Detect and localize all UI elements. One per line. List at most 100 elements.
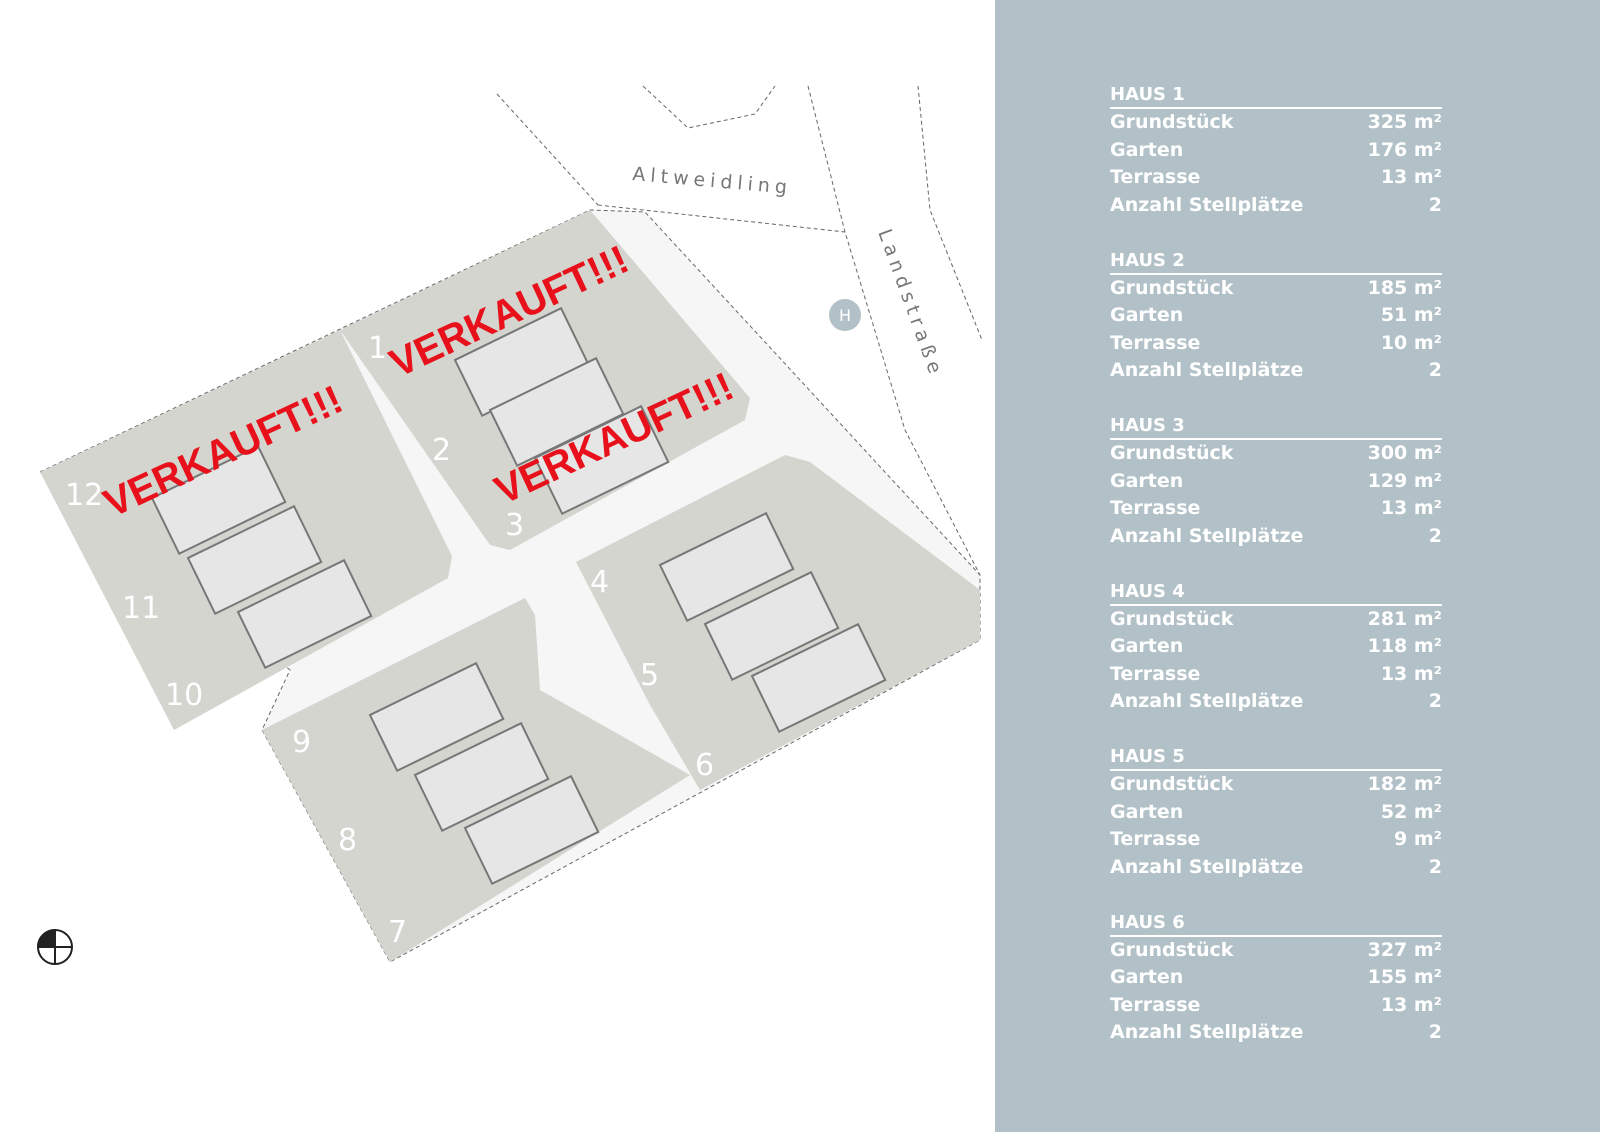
row-value: 327 m² [1367,938,1442,961]
svg-text:H: H [839,306,851,325]
row-label: Anzahl Stellplätze [1110,359,1304,381]
boundary-lines [496,85,983,576]
row-value: 2 [1428,855,1442,878]
table-row: Garten 51 m² [1110,302,1442,330]
row-value: 2 [1428,690,1442,712]
lot-12: 12 [65,478,103,513]
row-label: Garten [1110,304,1184,326]
row-value: 9 m² [1394,828,1442,850]
row-value: 10 m² [1380,331,1442,354]
house-title: HAUS 1 [1110,84,1442,109]
lot-9: 9 [292,725,311,760]
row-label: Terrasse [1110,497,1201,519]
lot-1: 1 [368,331,387,366]
table-row: Garten 52 m² [1110,799,1442,827]
lot-8: 8 [338,823,357,858]
row-value: 325 m² [1367,111,1442,133]
row-value: 129 m² [1367,469,1442,492]
row-label: Anzahl Stellplätze [1110,855,1304,878]
table-row: Terrasse 9 m² [1110,826,1442,854]
table-row: Terrasse 13 m² [1110,992,1442,1020]
row-label: Anzahl Stellplätze [1110,524,1304,547]
street-altweidling: Altweidling [632,163,793,199]
row-label: Anzahl Stellplätze [1110,690,1304,712]
table-row: Grundstück 185 m² [1110,275,1442,303]
row-label: Grundstück [1110,111,1234,133]
row-label: Garten [1110,635,1184,657]
row-label: Grundstück [1110,276,1234,299]
lot-10: 10 [165,678,203,713]
house-title: HAUS 3 [1110,415,1442,440]
row-value: 13 m² [1380,662,1442,685]
house-footprints [150,306,887,886]
row-label: Garten [1110,469,1184,492]
lot-5: 5 [640,658,659,693]
row-value: 2 [1428,359,1442,381]
site-plan: 1 2 3 4 5 6 7 8 9 10 11 12 VERKAUFT!!! V… [36,85,983,965]
row-label: Anzahl Stellplätze [1110,1021,1304,1043]
row-label: Terrasse [1110,662,1201,685]
table-row: Anzahl Stellplätze 2 [1110,688,1442,716]
table-row: Terrasse 13 m² [1110,661,1442,689]
table-row: Grundstück 325 m² [1110,109,1442,137]
row-value: 185 m² [1367,276,1442,299]
row-value: 52 m² [1380,800,1442,823]
row-label: Grundstück [1110,773,1234,795]
compass-icon [36,928,73,965]
table-row: Anzahl Stellplätze 2 [1110,357,1442,385]
lot-6: 6 [695,748,714,783]
row-value: 182 m² [1367,773,1442,795]
table-row: Grundstück 182 m² [1110,771,1442,799]
row-label: Terrasse [1110,166,1201,188]
row-value: 300 m² [1367,442,1442,464]
bus-stop-icon: H [829,299,861,331]
row-value: 2 [1428,193,1442,216]
row-label: Grundstück [1110,442,1234,464]
row-value: 51 m² [1380,304,1442,326]
table-row: Grundstück 300 m² [1110,440,1442,468]
row-label: Garten [1110,800,1184,823]
house-title: HAUS 2 [1110,250,1442,275]
table-row: Grundstück 281 m² [1110,606,1442,634]
table-row: Anzahl Stellplätze 2 [1110,1019,1442,1047]
lot-11: 11 [122,591,160,626]
row-value: 155 m² [1367,966,1442,988]
table-row: Anzahl Stellplätze 2 [1110,523,1442,551]
row-label: Terrasse [1110,331,1201,354]
table-row: Garten 176 m² [1110,137,1442,165]
row-value: 118 m² [1367,635,1442,657]
table-row: Garten 129 m² [1110,468,1442,496]
table-row: Garten 155 m² [1110,964,1442,992]
row-value: 281 m² [1367,607,1442,630]
row-label: Grundstück [1110,607,1234,630]
table-row: Garten 118 m² [1110,633,1442,661]
row-label: Grundstück [1110,938,1234,961]
lot-3: 3 [505,508,524,543]
row-value: 2 [1428,1021,1442,1043]
row-value: 2 [1428,524,1442,547]
house-title: HAUS 4 [1110,581,1442,606]
house-title: HAUS 6 [1110,912,1442,937]
row-label: Garten [1110,138,1184,161]
row-label: Garten [1110,966,1184,988]
row-label: Terrasse [1110,828,1201,850]
row-value: 13 m² [1380,166,1442,188]
row-value: 176 m² [1367,138,1442,161]
lot-7: 7 [388,915,407,950]
lot-4: 4 [590,565,609,600]
lot-numbers: 1 2 3 4 5 6 7 8 9 10 11 12 [65,331,714,950]
row-label: Terrasse [1110,993,1201,1016]
row-value: 13 m² [1380,993,1442,1016]
lot-2: 2 [432,433,451,468]
table-row: Anzahl Stellplätze 2 [1110,854,1442,882]
street-landstrasse: Landstraße [873,226,947,381]
